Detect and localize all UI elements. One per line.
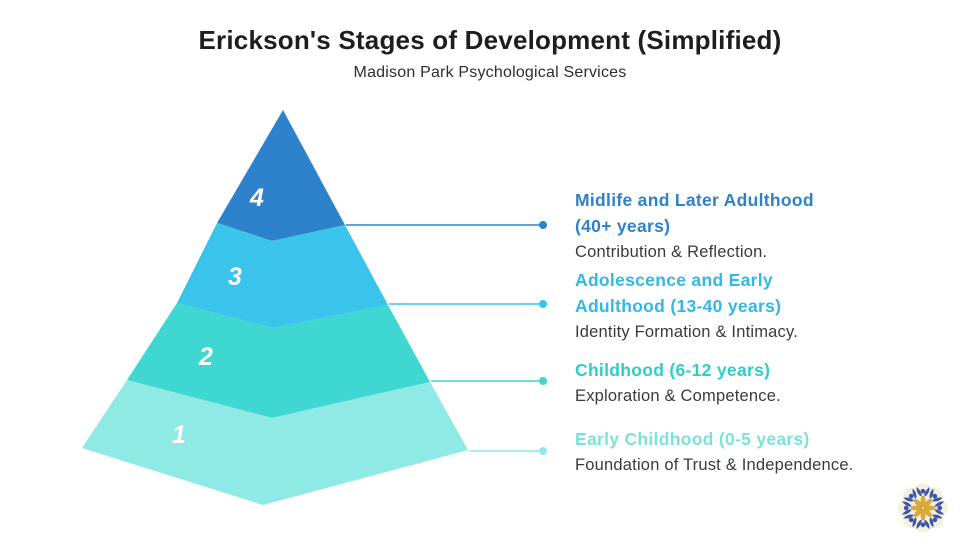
connector-dot-level-4: [539, 221, 547, 229]
pyramid-level-4-number: 4: [249, 184, 264, 212]
connector-dot-level-3: [539, 300, 547, 308]
pyramid-level-3-shape: [177, 223, 388, 328]
stage-description: Identity Formation & Intimacy.: [575, 323, 799, 341]
pyramid-level-1-shape: [82, 380, 468, 505]
stage-heading-line: Childhood (6-12 years): [575, 360, 771, 380]
stage-heading-line: Midlife and Later Adulthood: [575, 190, 814, 210]
connector-dot-level-1: [539, 447, 547, 455]
stage-heading: Childhood (6-12 years): [575, 357, 905, 383]
madison-park-logo-icon: [898, 483, 948, 533]
stage-block-early-childhood: Early Childhood (0-5 years) Foundation o…: [575, 426, 905, 478]
stage-block-adolescence: Adolescence and Early Adulthood (13-40 y…: [575, 267, 905, 345]
stage-heading-line: Adulthood (13-40 years): [575, 296, 782, 316]
stage-description: Exploration & Competence.: [575, 387, 781, 405]
stage-heading-line: Early Childhood (0-5 years): [575, 429, 810, 449]
connector-dot-level-2: [539, 377, 547, 385]
pyramid-level-1-number: 1: [172, 421, 186, 449]
stage-heading-line: Adolescence and Early: [575, 270, 773, 290]
pyramid-level-2-number: 2: [198, 343, 213, 371]
stage-description: Contribution & Reflection.: [575, 243, 768, 261]
stage-description: Foundation of Trust & Independence.: [575, 456, 854, 474]
stage-heading-line: (40+ years): [575, 216, 671, 236]
pyramid-level-2-shape: [127, 303, 430, 418]
stage-heading: Midlife and Later Adulthood (40+ years): [575, 187, 905, 239]
pyramid-level-4-shape: [217, 110, 345, 241]
stage-heading: Early Childhood (0-5 years): [575, 426, 905, 452]
header: Erickson's Stages of Development (Simpli…: [0, 25, 980, 82]
logo-center-dot: [921, 506, 925, 510]
page-subtitle: Madison Park Psychological Services: [353, 64, 627, 81]
pyramid-level-3-number: 3: [228, 263, 242, 291]
stage-block-childhood: Childhood (6-12 years) Exploration & Com…: [575, 357, 905, 409]
stage-heading: Adolescence and Early Adulthood (13-40 y…: [575, 267, 905, 319]
stage-block-midlife: Midlife and Later Adulthood (40+ years) …: [575, 187, 905, 265]
page-title: Erickson's Stages of Development (Simpli…: [198, 25, 782, 55]
